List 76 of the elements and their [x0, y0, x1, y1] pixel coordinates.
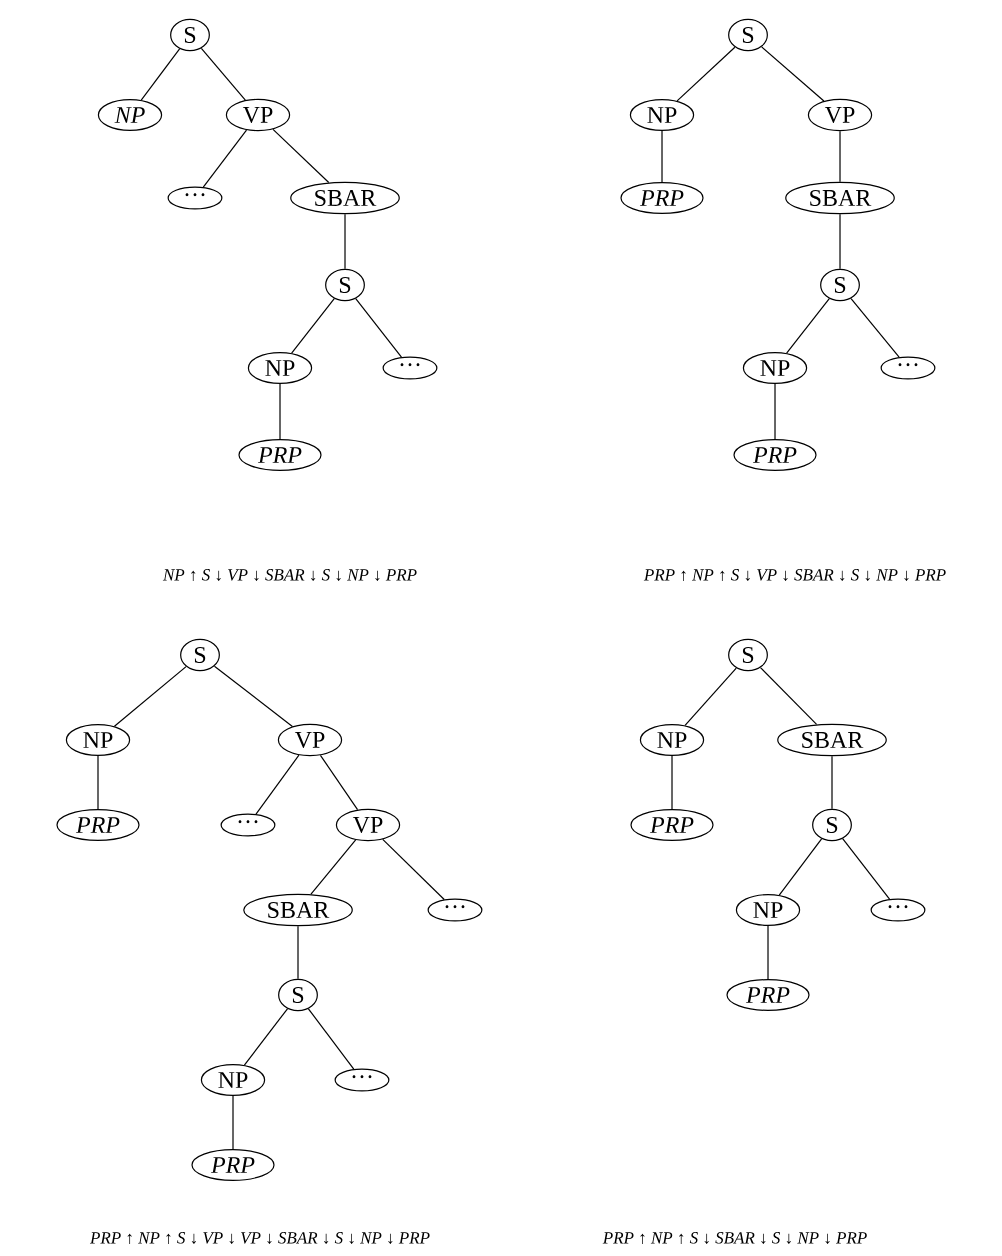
tree-node: SBAR [290, 181, 400, 215]
tree-edge [140, 48, 181, 101]
tree-edge [297, 925, 299, 980]
tree-node: S [278, 978, 318, 1012]
tree-node: VP [277, 723, 343, 757]
tree-edge [200, 47, 246, 101]
tree-node: NP [97, 99, 163, 131]
tree-edge [279, 383, 281, 440]
tree-edge [676, 46, 736, 102]
tree-node: S [820, 268, 860, 302]
tree-node: NP [65, 724, 131, 756]
path-expression: NP ↑ S ↓ VP ↓ SBAR ↓ S ↓ NP ↓ PRP [162, 569, 417, 581]
tree-edge [382, 838, 445, 901]
path-expression: PRP ↑ NP ↑ S ↓ SBAR ↓ S ↓ NP ↓ PRP [602, 1232, 867, 1244]
tree-edge [839, 130, 841, 183]
tree-edge [307, 1008, 355, 1070]
tree-node: VP [807, 98, 873, 132]
tree-node: NP [247, 352, 313, 384]
tree-node: S [180, 638, 220, 672]
tree-node: ··· [220, 813, 276, 837]
tree-node: ··· [427, 898, 483, 922]
tree-node: SBAR [785, 181, 895, 215]
tree-edge [761, 46, 825, 102]
tree-edge [243, 1008, 289, 1066]
tree-node: PRP [726, 979, 810, 1011]
tree-edge [310, 839, 357, 895]
tree-node: PRP [630, 809, 714, 841]
tree-node: S [728, 638, 768, 672]
tree-edge [97, 755, 99, 810]
tree-node: NP [639, 724, 705, 756]
tree-node: S [812, 808, 852, 842]
tree-edge [839, 213, 841, 270]
tree-edge [344, 213, 346, 270]
tree-edge [232, 1095, 234, 1150]
tree-node: SBAR [243, 893, 353, 927]
tree-node: ··· [334, 1068, 390, 1092]
tree-node: NP [735, 894, 801, 926]
tree-edge [671, 755, 673, 810]
tree-edge [202, 129, 248, 188]
tree-edge [113, 666, 187, 727]
path-expression: PRP ↑ NP ↑ S ↓ VP ↓ SBAR ↓ S ↓ NP ↓ PRP [643, 569, 946, 581]
tree-edge [255, 754, 300, 815]
tree-node: PRP [56, 809, 140, 841]
tree-edge [291, 298, 335, 354]
tree-node: S [325, 268, 365, 302]
tree-node: NP [200, 1064, 266, 1096]
tree-edge [272, 128, 330, 184]
tree-edge [842, 838, 891, 900]
tree-node: PRP [238, 439, 322, 471]
tree-node: ··· [870, 898, 926, 922]
tree-edge [774, 383, 776, 440]
path-expression: PRP ↑ NP ↑ S ↓ VP ↓ VP ↓ SBAR ↓ S ↓ NP ↓ PRP [89, 1232, 430, 1244]
tree-node: SBAR [777, 723, 887, 757]
tree-node: VP [225, 98, 291, 132]
tree-node: S [728, 18, 768, 52]
tree-edge [831, 755, 833, 810]
tree-node: VP [335, 808, 401, 842]
tree-node: ··· [167, 186, 223, 210]
tree-edge [850, 297, 900, 358]
tree-node: NP [742, 352, 808, 384]
tree-edge [684, 667, 737, 726]
tree-edge [213, 665, 294, 727]
tree-node: PRP [620, 182, 704, 214]
tree-node: PRP [733, 439, 817, 471]
tree-edge [759, 667, 818, 725]
tree-edge [661, 130, 663, 183]
tree-edge [778, 838, 823, 896]
tree-edge [786, 298, 830, 354]
tree-node: NP [629, 99, 695, 131]
tree-edge [767, 925, 769, 980]
tree-node: ··· [382, 356, 438, 380]
tree-node: ··· [880, 356, 936, 380]
tree-edge [319, 754, 359, 811]
tree-node: S [170, 18, 210, 52]
tree-edge [355, 298, 403, 358]
tree-node: PRP [191, 1149, 275, 1181]
